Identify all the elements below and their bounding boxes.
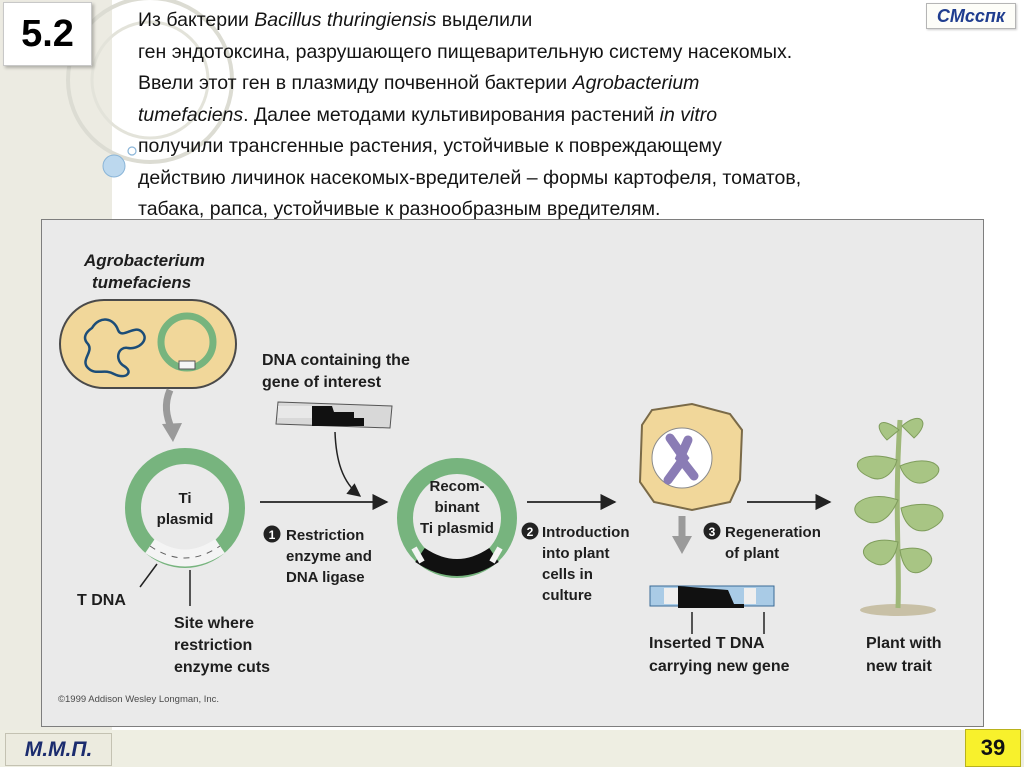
- gene-dna-fragment: [275, 401, 393, 429]
- inserted-label-2: carrying new gene: [649, 658, 790, 675]
- intro-text: выделили: [436, 9, 533, 31]
- plant-leaf: [899, 547, 933, 574]
- tdna-pointer: [139, 563, 158, 588]
- deco-bubble-small: [127, 146, 137, 156]
- deco-ring-large: [66, 0, 234, 164]
- step-2-number: 2: [527, 525, 534, 539]
- intro-paragraph: Из бактерии Bacillus thuringiensis выдел…: [138, 5, 1018, 226]
- step-1-number: 1: [269, 528, 276, 542]
- agro-label-1: Agrobacterium: [83, 251, 205, 270]
- footer-band: [0, 730, 1024, 767]
- plant-leaf: [863, 539, 899, 566]
- plant-icon: [854, 417, 944, 616]
- step-3-badge: [703, 522, 721, 540]
- chromosome-icon: [663, 433, 699, 485]
- step-2-label-2: into plant: [542, 545, 610, 562]
- intro-line-1: Из бактерии Bacillus thuringiensis выдел…: [138, 5, 1018, 37]
- site-label-1: Site where: [174, 615, 254, 632]
- plant-soil: [860, 604, 936, 616]
- plant-leaf: [857, 455, 898, 480]
- tdna-stripe: [149, 545, 221, 559]
- intro-line-5: получили трансгенные растения, устойчивы…: [138, 135, 722, 157]
- bacterium-cell: [59, 299, 237, 389]
- inserted-tdna-strand: [649, 585, 775, 608]
- plant-label-2: new trait: [866, 658, 932, 675]
- tdna-segment: [178, 360, 196, 370]
- step-2-label-1: Introduction: [542, 524, 629, 541]
- species-name: tumefaciens: [138, 103, 244, 126]
- gene-black-part: [312, 406, 364, 426]
- tdna-light-right: [744, 588, 756, 604]
- plant-stem: [894, 419, 903, 609]
- species-name: Bacillus thuringiensis: [254, 9, 437, 31]
- site-label-2: restriction: [174, 637, 252, 654]
- brand-label: СМсспк: [926, 3, 1016, 29]
- tdna-label: T DNA: [77, 592, 126, 609]
- dna-light: [278, 406, 312, 418]
- agro-label-2: tumefaciens: [92, 273, 191, 292]
- species-name: Agrobacterium: [572, 72, 700, 94]
- step-3-label-1: Regeneration: [725, 524, 821, 541]
- step-2-label-3: cells in: [542, 566, 593, 583]
- ti-label-1: Ti: [178, 490, 191, 507]
- plant-leaf: [854, 496, 899, 524]
- ti-label-2: plasmid: [157, 511, 214, 528]
- ti-plasmid-diagram: Agrobacterium tumefaciens Ti plasmid T D…: [41, 219, 984, 727]
- intro-line-3: Ввели этот ген в плазмиду почвенной бакт…: [138, 68, 1018, 100]
- arrow-down-1-head: [162, 423, 182, 442]
- author-label: М.М.П.: [5, 733, 112, 766]
- tdna-light-left: [664, 588, 678, 604]
- dna-gene-label-1: DNA containing the: [262, 352, 410, 369]
- site-label-3: enzyme cuts: [174, 659, 270, 676]
- decorative-circles: [66, 0, 234, 178]
- step-1-label-3: DNA ligase: [286, 569, 365, 586]
- insert-edge-left: [411, 546, 425, 564]
- intro-line-4: tumefaciens. Далее методами культивирова…: [138, 100, 1018, 132]
- slide-number-box: 5.2: [3, 2, 92, 66]
- insert-edge-right: [489, 546, 503, 564]
- arrow-down-2-head: [672, 536, 692, 554]
- step-3-label-2: of plant: [725, 545, 779, 562]
- inserted-label-1: Inserted T DNA: [649, 635, 765, 652]
- plant-leaf: [899, 460, 940, 484]
- deco-ring-small: [90, 20, 210, 140]
- diagram-canvas: Agrobacterium tumefaciens Ti plasmid T D…: [58, 251, 944, 705]
- step-1-label-1: Restriction: [286, 527, 364, 544]
- dna-gene-label-2: gene of interest: [262, 374, 382, 391]
- plant-leaf: [900, 503, 944, 532]
- inserted-gene-black: [678, 586, 744, 608]
- step-2-badge: [521, 522, 539, 540]
- intro-line-2: ген эндотоксина, разрушающего пищеварите…: [138, 40, 793, 63]
- arrow-gene-to-plasmid: [334, 431, 362, 497]
- step-3-number: 3: [709, 525, 716, 539]
- latin-term: in vitro: [659, 103, 718, 126]
- step-1-label-2: enzyme and: [286, 548, 372, 565]
- deco-bubble: [102, 154, 126, 178]
- recombinant-label-2: binant: [435, 499, 480, 516]
- plant-cell: [638, 402, 744, 512]
- copyright-notice: ©1999 Addison Wesley Longman, Inc.: [58, 694, 219, 705]
- intro-line-7: табака, рапса, устойчивые к разнообразны…: [138, 198, 661, 220]
- step-1-badge: [263, 525, 281, 543]
- intro-line-6: действию личинок насекомых-вредителей – …: [138, 166, 802, 189]
- intro-text: Ввели этот ген в плазмиду почвенной бакт…: [138, 72, 573, 94]
- recombinant-label-1: Recom-: [429, 478, 484, 495]
- intro-text: . Далее методами культивирования растени…: [243, 103, 660, 126]
- step-2-label-4: culture: [542, 587, 592, 604]
- plant-leaf: [901, 417, 924, 439]
- chromosome-squiggle: [83, 318, 146, 378]
- intro-text: Из бактерии: [138, 9, 255, 31]
- plant-leaf: [878, 422, 900, 441]
- page-number: 39: [965, 729, 1021, 767]
- recombinant-label-3: Ti plasmid: [420, 520, 494, 537]
- plant-label-1: Plant with: [866, 635, 942, 652]
- recombinant-insert: [415, 547, 499, 576]
- ti-plasmid-ring: [125, 448, 245, 568]
